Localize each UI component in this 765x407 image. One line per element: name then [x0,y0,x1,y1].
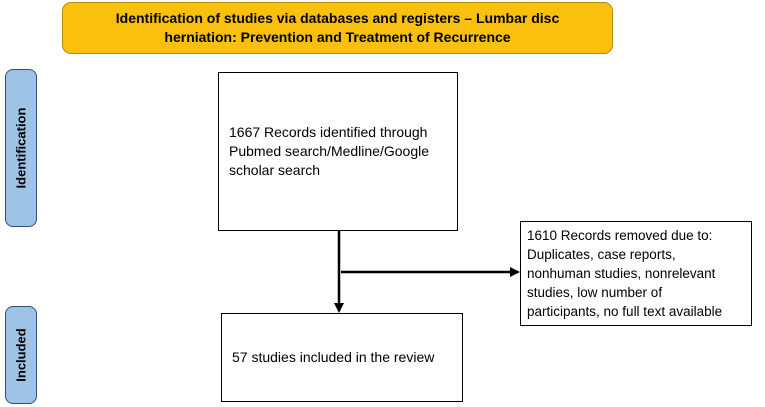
records-removed-line-5: participants, no full text available [527,304,723,319]
records-removed-line-4: studies, low number of [527,285,663,300]
studies-included-box: 57 studies included in the review [221,313,463,402]
studies-included-text: 57 studies included in the review [232,349,435,365]
records-identified-line-1: 1667 Records identified through [229,124,428,140]
records-removed-box: 1610 Records removed due to: Duplicates,… [520,221,752,326]
records-identified-line-3: scholar search [229,162,321,178]
phase-identification: Identification [5,69,37,227]
records-identified-line-2: Pubmed search/Medline/Google [229,143,430,159]
diagram-title: Identification of studies via databases … [62,2,613,54]
records-removed-line-2: Duplicates, case reports, [527,247,676,262]
title-line-1: Identification of studies via databases … [115,10,560,26]
records-removed-line-3: nonhuman studies, nonrelevant [527,266,716,281]
title-line-2: herniation: Prevention and Treatment of … [164,29,511,45]
records-removed-line-1: 1610 Records removed due to: [527,228,713,243]
records-identified-box: 1667 Records identified through Pubmed s… [218,72,458,231]
phase-included: Included [5,306,37,404]
